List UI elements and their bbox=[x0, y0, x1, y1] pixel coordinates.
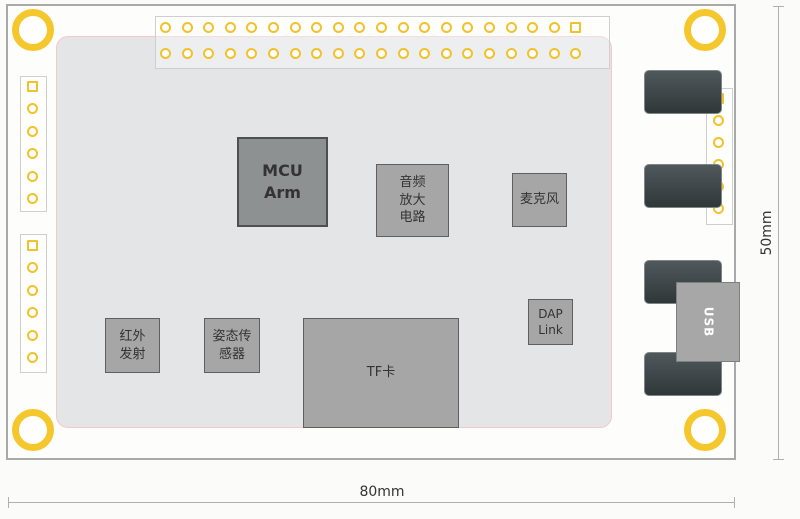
header-pin bbox=[224, 48, 236, 59]
header-pin bbox=[548, 22, 560, 33]
mounting-hole-bottom-left bbox=[12, 409, 54, 451]
height-dimension-line bbox=[778, 6, 779, 460]
header-pin bbox=[440, 48, 452, 59]
left-pin-header-upper bbox=[20, 76, 47, 212]
header-pin bbox=[289, 22, 301, 33]
usb-port: USB bbox=[676, 282, 740, 362]
header-pin bbox=[27, 307, 38, 319]
imu-label: 姿态传 感器 bbox=[212, 328, 252, 362]
height-dimension-label: 50mm bbox=[759, 210, 775, 256]
ir-transmitter-label: 红外 发射 bbox=[119, 328, 146, 362]
width-dimension-tick-left bbox=[8, 497, 9, 508]
header-pin bbox=[505, 48, 517, 59]
header-pin bbox=[527, 22, 539, 33]
header-pin bbox=[332, 22, 344, 33]
header-pin bbox=[160, 22, 171, 33]
header-pin bbox=[27, 284, 38, 296]
header-pin bbox=[27, 329, 38, 341]
header-pin bbox=[289, 48, 301, 59]
header-pin bbox=[462, 22, 474, 33]
header-pin bbox=[203, 48, 215, 59]
height-dimension-tick-top bbox=[773, 6, 784, 7]
usb-label: USB bbox=[700, 306, 715, 338]
header-pin bbox=[570, 48, 582, 59]
mounting-hole-bottom-right bbox=[684, 409, 726, 451]
header-pin bbox=[181, 48, 193, 59]
header-pin bbox=[484, 22, 495, 33]
header-pin bbox=[505, 22, 517, 33]
header-pin bbox=[203, 22, 215, 33]
mcu-label: MCU Arm bbox=[262, 161, 303, 202]
header-pin bbox=[397, 22, 409, 33]
header-pin bbox=[27, 262, 38, 274]
height-dimension-tick-bottom bbox=[773, 459, 784, 460]
tf-card-label: TF卡 bbox=[366, 365, 396, 381]
header-pin bbox=[570, 22, 582, 33]
header-pin bbox=[376, 22, 387, 33]
header-pin bbox=[713, 115, 724, 126]
header-pin bbox=[160, 48, 171, 59]
header-pin bbox=[27, 103, 38, 115]
mcu-chip: MCU Arm bbox=[237, 137, 328, 227]
connector-2 bbox=[644, 164, 722, 208]
header-pin bbox=[181, 22, 193, 33]
ir-transmitter-chip: 红外 发射 bbox=[105, 318, 160, 373]
header-pin bbox=[397, 48, 409, 59]
header-pin bbox=[548, 48, 560, 59]
width-dimension-label: 80mm bbox=[359, 484, 405, 500]
left-pin-header-lower bbox=[20, 234, 47, 373]
width-dimension-tick-right bbox=[734, 497, 735, 508]
tf-card-slot: TF卡 bbox=[303, 318, 459, 428]
microphone-chip: 麦克风 bbox=[512, 173, 567, 227]
dap-link-chip: DAP Link bbox=[528, 299, 573, 345]
audio-amp-chip: 音频 放大 电路 bbox=[376, 164, 449, 237]
header-pin bbox=[332, 48, 344, 59]
header-pin bbox=[311, 22, 323, 33]
audio-amp-label: 音频 放大 电路 bbox=[399, 175, 426, 226]
mounting-hole-top-right bbox=[684, 9, 726, 51]
header-pin bbox=[311, 48, 323, 59]
header-pin bbox=[224, 22, 236, 33]
header-pin bbox=[268, 22, 279, 33]
microphone-label: 麦克风 bbox=[519, 192, 559, 208]
connector-1 bbox=[644, 70, 722, 114]
header-pin bbox=[484, 48, 495, 59]
header-pin bbox=[27, 352, 38, 363]
header-pin bbox=[419, 48, 431, 59]
header-pin bbox=[462, 48, 474, 59]
header-pin bbox=[246, 48, 258, 59]
header-pin bbox=[27, 125, 38, 137]
mounting-hole-top-left bbox=[12, 9, 54, 51]
dap-link-label: DAP Link bbox=[538, 306, 563, 337]
header-pin bbox=[27, 240, 38, 251]
header-pin bbox=[27, 170, 38, 182]
header-pin bbox=[440, 22, 452, 33]
header-pin bbox=[713, 137, 724, 148]
header-pin bbox=[527, 48, 539, 59]
header-pin bbox=[419, 22, 431, 33]
header-pin bbox=[376, 48, 387, 59]
header-pin bbox=[27, 81, 38, 92]
header-pin bbox=[354, 48, 366, 59]
header-pin bbox=[246, 22, 258, 33]
width-dimension-line bbox=[8, 502, 735, 503]
header-pin bbox=[268, 48, 279, 59]
header-pin bbox=[27, 193, 38, 204]
imu-chip: 姿态传 感器 bbox=[204, 318, 260, 373]
header-pin bbox=[27, 148, 38, 160]
header-pin bbox=[354, 22, 366, 33]
